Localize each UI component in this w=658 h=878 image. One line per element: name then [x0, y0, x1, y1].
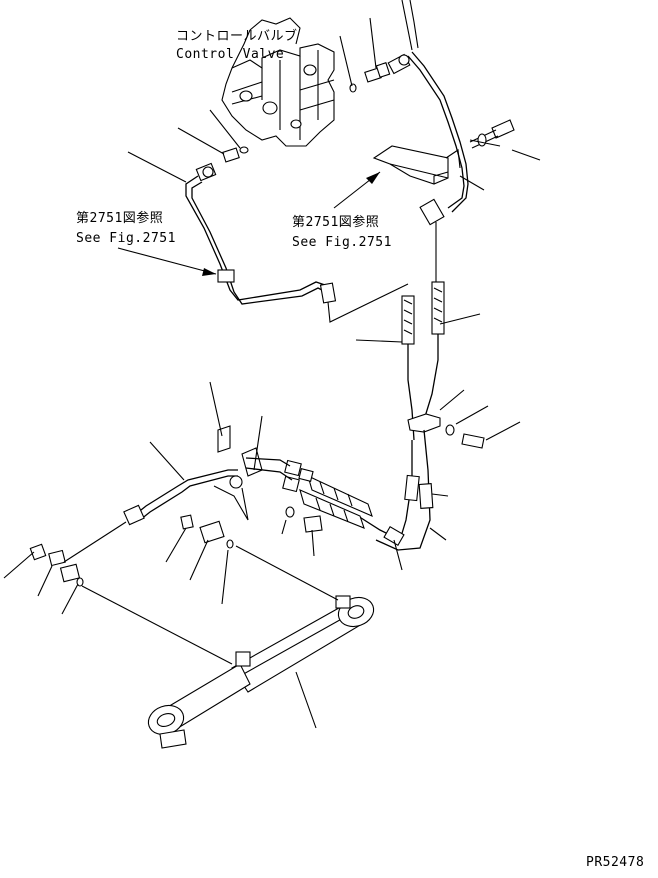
hose-end-fitting [383, 474, 434, 546]
washer [445, 424, 455, 436]
steel-tube [407, 55, 465, 209]
figure-reference-en: See Fig.2751 [292, 235, 392, 250]
control-valve-label-jp: コントロールバルブ [176, 28, 298, 44]
bolt [469, 119, 515, 149]
hose-fitting [282, 459, 314, 493]
o-ring [76, 577, 84, 587]
elbow-fitting [29, 543, 81, 583]
reference-arrow [117, 247, 217, 276]
leader-line [81, 585, 233, 665]
nut-fitting [195, 162, 217, 182]
control-valve [221, 17, 335, 147]
elbow-fitting [180, 514, 225, 544]
o-ring [239, 146, 249, 154]
bolt [461, 433, 485, 449]
washer [285, 506, 295, 518]
steel-tube [135, 469, 238, 515]
nut-fitting [123, 504, 145, 526]
leader-lines [3, 17, 541, 729]
bracket-plate [372, 145, 461, 185]
hose [423, 222, 445, 421]
nut-fitting [229, 475, 243, 489]
drawing-number: PR52478 [586, 855, 644, 870]
leader-line [235, 545, 339, 601]
flex-hose [299, 474, 373, 529]
o-ring [226, 539, 234, 549]
clamp [217, 269, 235, 283]
figure-reference-jp: 第2751図参照 [292, 214, 379, 230]
bolt [303, 515, 323, 533]
elbow-fitting [364, 62, 391, 83]
tube-elbow [319, 282, 337, 304]
figure-reference-jp: 第2751図参照 [76, 210, 163, 226]
reference-arrow [333, 171, 381, 209]
hose-clamp [407, 413, 441, 433]
hose [357, 440, 413, 541]
elbow-fitting [222, 147, 240, 163]
tube-elbow [419, 198, 445, 226]
figure-reference-en: See Fig.2751 [76, 231, 176, 246]
control-valve-label-en: Control Valve [176, 47, 284, 62]
o-ring [349, 83, 357, 93]
hydraulic-cylinder [147, 595, 375, 749]
steel-tube [245, 457, 291, 467]
hose-end-fitting [387, 53, 411, 75]
